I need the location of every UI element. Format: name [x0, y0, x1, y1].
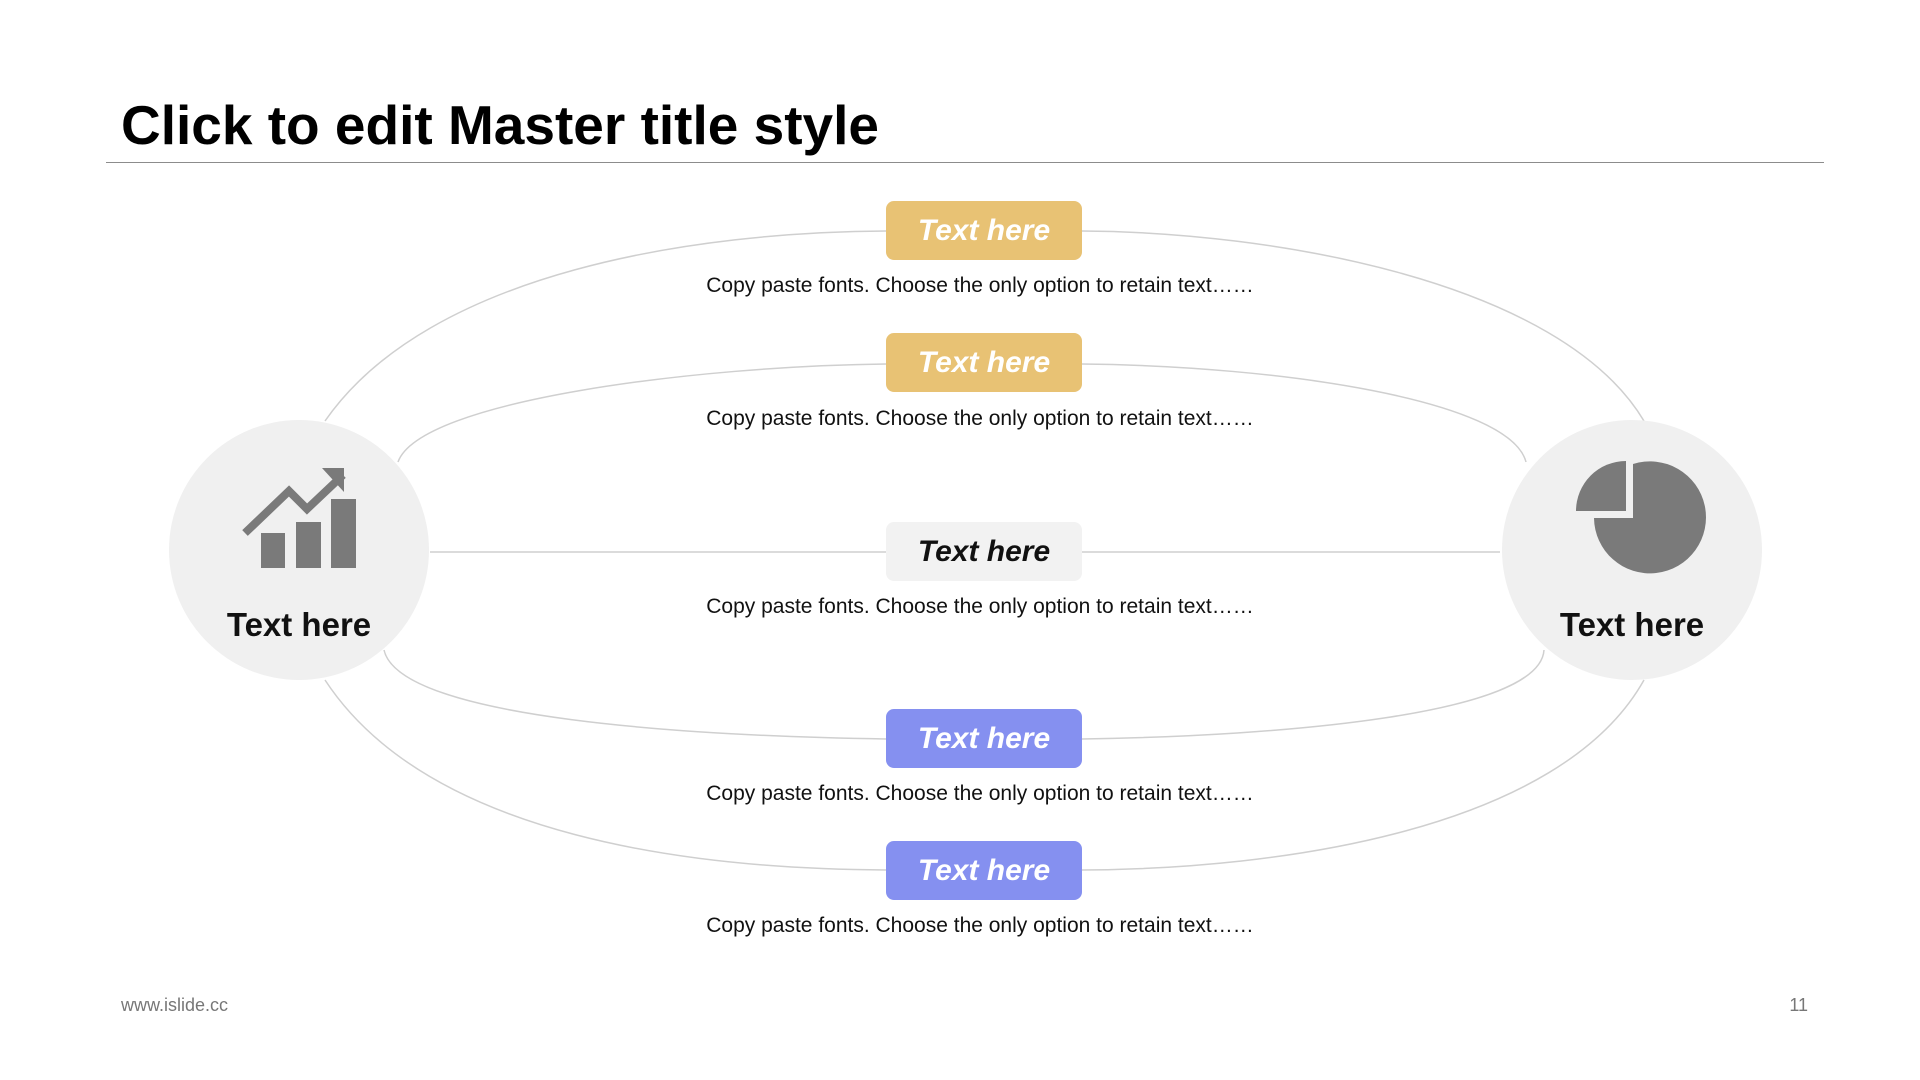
right-node-label: Text here [1559, 606, 1705, 643]
item-1-description: Copy paste fonts. Choose the only option… [706, 274, 1254, 297]
item-2-label[interactable]: Text here [886, 333, 1082, 392]
item-1-label[interactable]: Text here [886, 201, 1082, 260]
item-4-label[interactable]: Text here [886, 709, 1082, 768]
left-node: Text here [169, 420, 429, 680]
pie-chart-icon [1576, 461, 1706, 574]
left-node-label: Text here [226, 606, 372, 643]
bar-chart-growth-icon [242, 468, 356, 568]
item-4-description: Copy paste fonts. Choose the only option… [706, 782, 1254, 805]
item-3-label[interactable]: Text here [886, 522, 1082, 581]
connector-outer-bottom [324, 679, 1645, 871]
connector-outer-top [324, 230, 1645, 422]
item-5-label[interactable]: Text here [886, 841, 1082, 900]
slide-title[interactable]: Click to edit Master title style [121, 94, 879, 156]
page-number: 11 [1789, 995, 1808, 1015]
right-node: Text here [1502, 420, 1762, 680]
connector-inner-bottom [383, 649, 1545, 740]
item-2-description: Copy paste fonts. Choose the only option… [706, 407, 1254, 430]
item-3-description: Copy paste fonts. Choose the only option… [706, 595, 1254, 618]
item-5-description: Copy paste fonts. Choose the only option… [706, 914, 1254, 937]
footer-url[interactable]: www.islide.cc [121, 995, 229, 1015]
connector-inner-top [397, 363, 1527, 463]
title-divider [106, 162, 1824, 163]
